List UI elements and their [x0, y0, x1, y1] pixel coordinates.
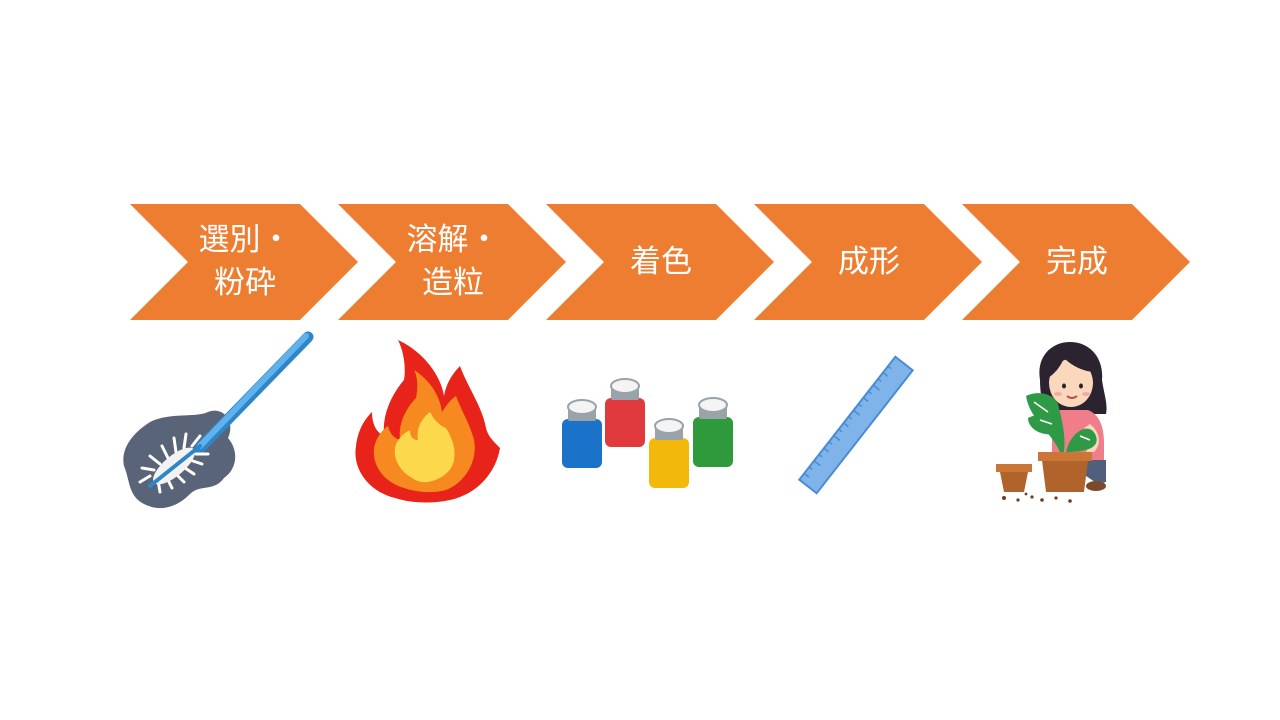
step-chevron-2: 溶解・ 造粒 — [338, 204, 566, 320]
chevron-row: 選別・ 粉砕 溶解・ 造粒 着色 成形 完成 — [130, 204, 1190, 320]
chevron-shape-2 — [338, 204, 566, 320]
chevron-shape-4 — [754, 204, 982, 320]
chevron-shape-1 — [130, 204, 358, 320]
brush-cleaning-icon — [123, 331, 314, 509]
step-label-1-line-2: 粉砕 — [214, 265, 276, 301]
step-chevron-4: 成形 — [754, 204, 982, 320]
chevron-shape-5 — [962, 204, 1190, 320]
girl-with-potted-plant-icon — [996, 342, 1107, 503]
step-label-2-line-2: 造粒 — [422, 265, 484, 301]
step-label-1-line-1: 選別・ — [199, 222, 292, 258]
step-chevron-1: 選別・ 粉砕 — [130, 204, 358, 320]
fire-icon — [355, 340, 500, 503]
paint-bottles-icon — [562, 378, 733, 488]
step-label-5: 完成 — [1046, 244, 1108, 280]
step-label-3: 着色 — [630, 244, 692, 280]
step-label-4: 成形 — [838, 244, 900, 280]
ruler-icon — [797, 355, 915, 495]
step-chevron-5: 完成 — [962, 204, 1190, 320]
step-label-2-line-1: 溶解・ — [407, 222, 500, 258]
chevron-shape-3 — [546, 204, 774, 320]
step-chevron-3: 着色 — [546, 204, 774, 320]
